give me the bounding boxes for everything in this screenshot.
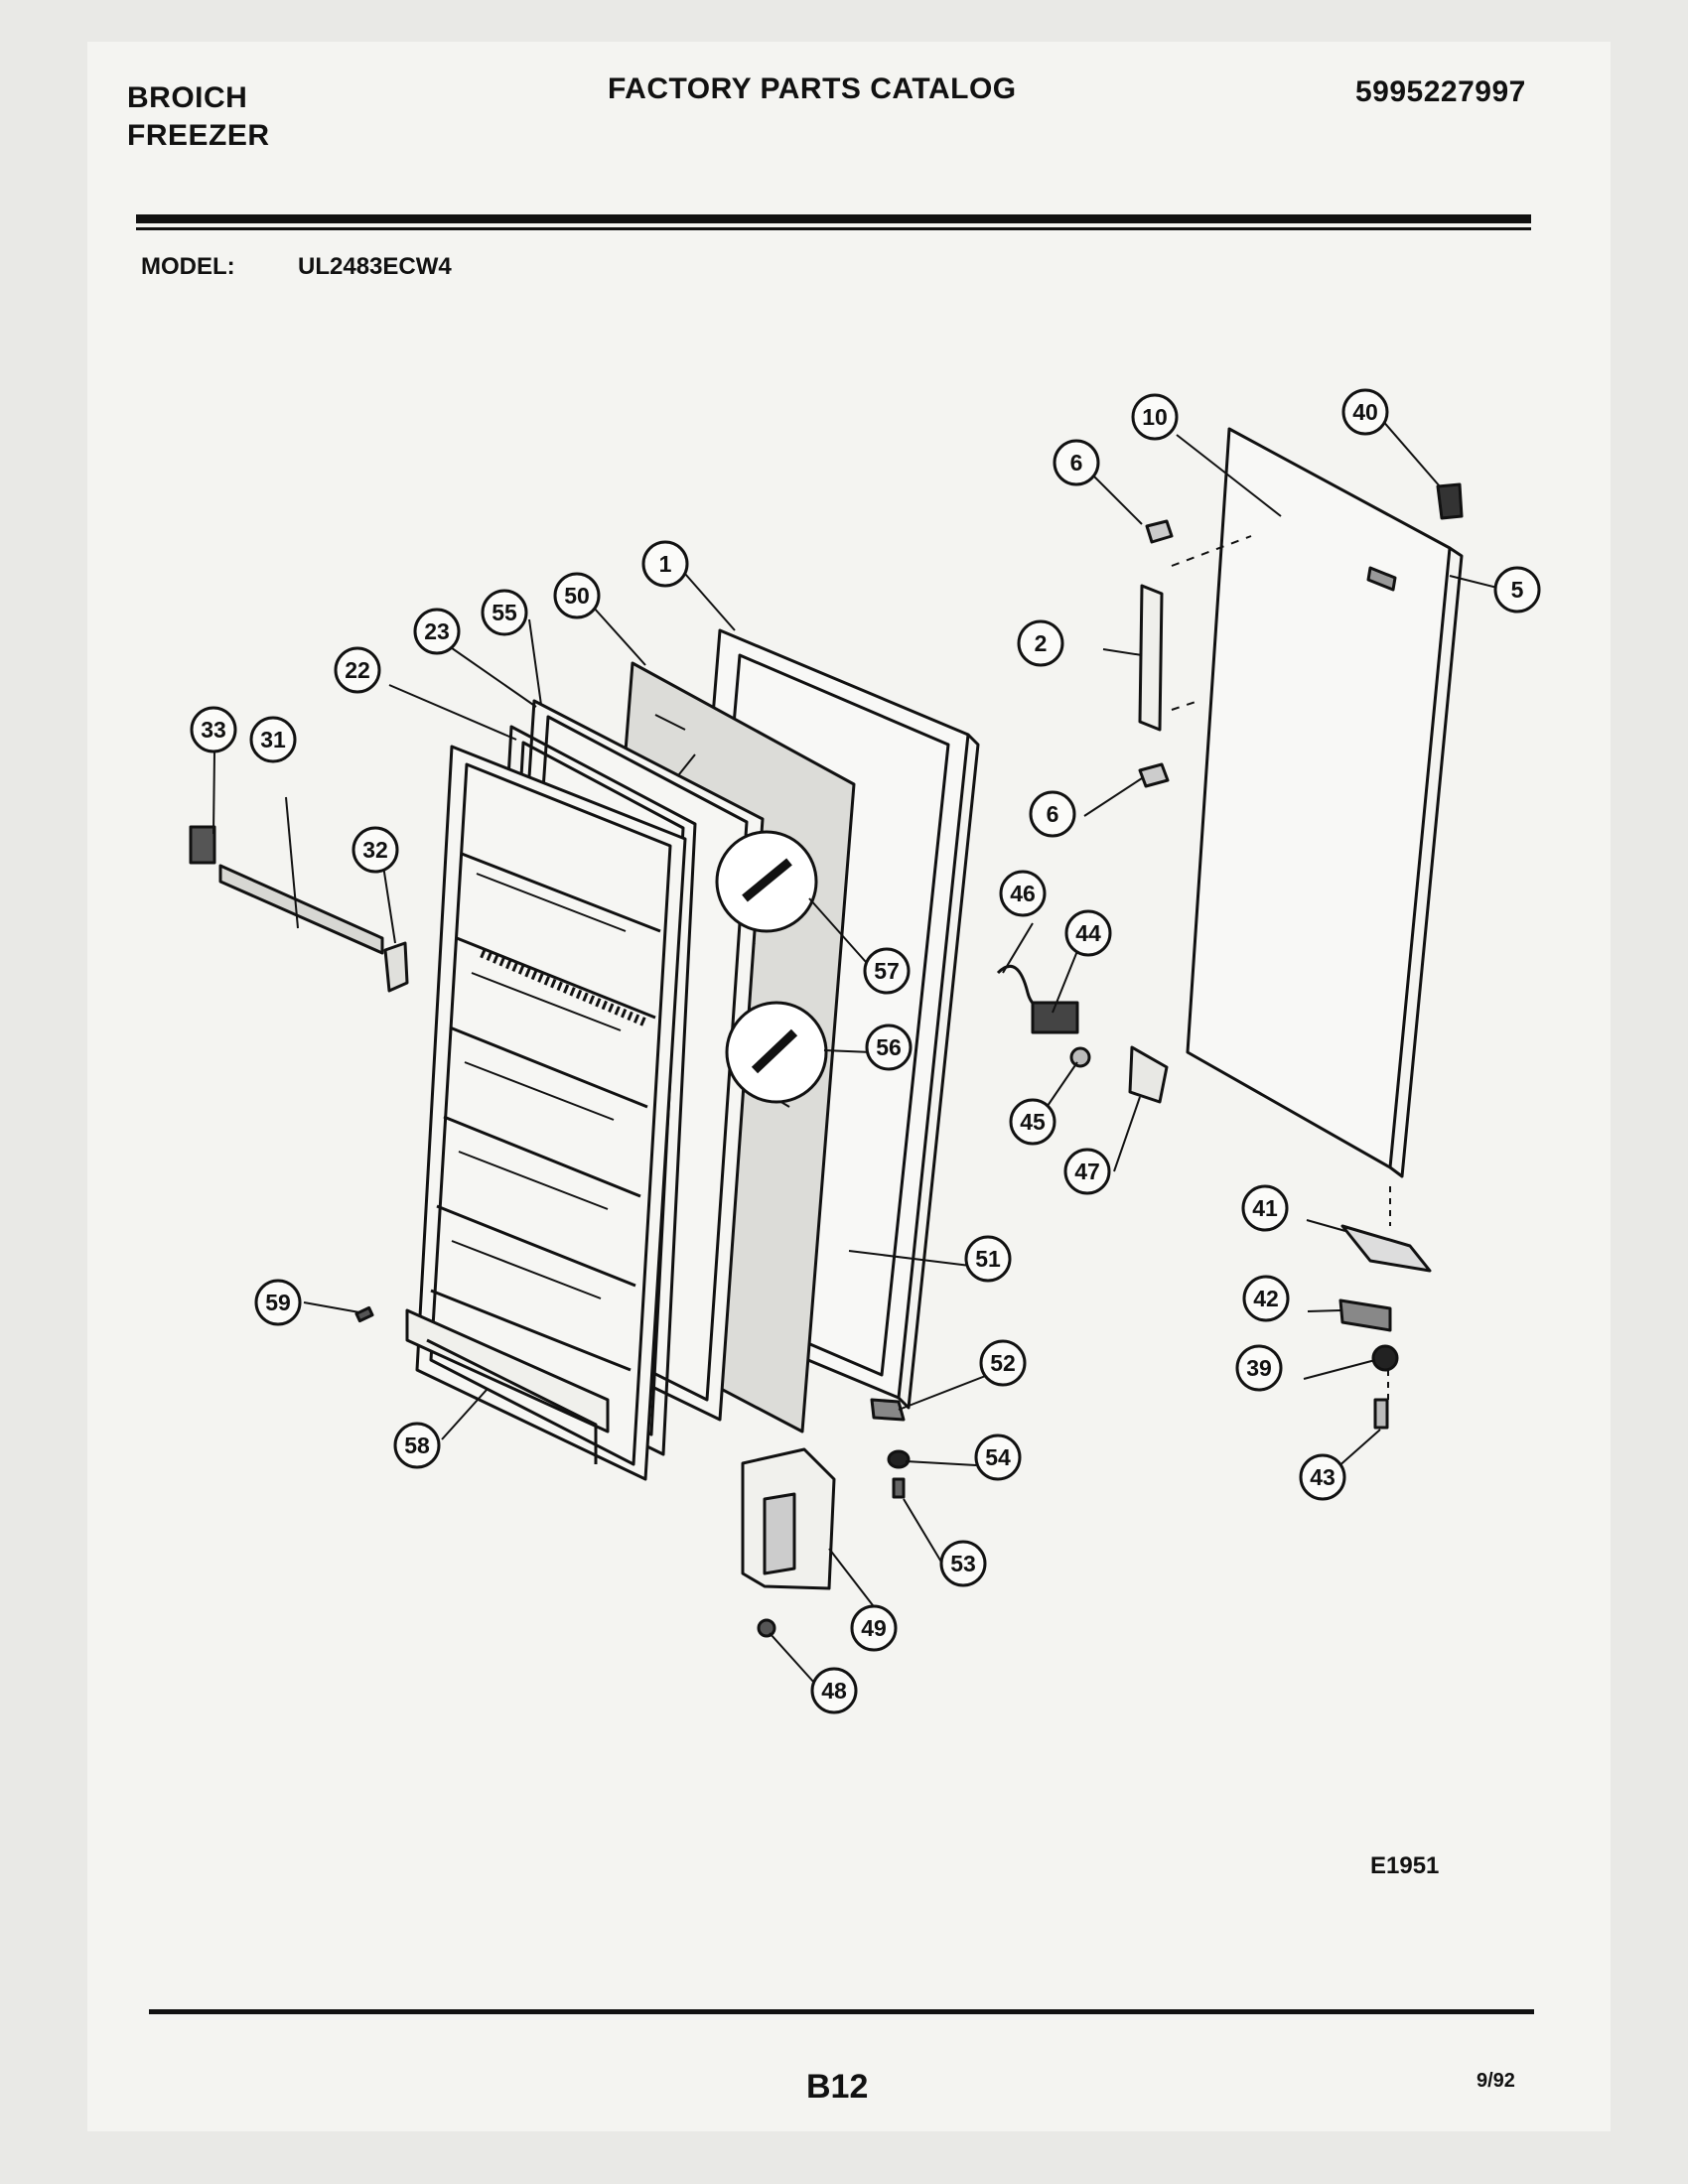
outer-door bbox=[1186, 427, 1464, 1178]
callout-label-45: 45 bbox=[1020, 1109, 1046, 1135]
callout-label-46: 46 bbox=[1010, 881, 1036, 906]
callout-label-55: 55 bbox=[492, 600, 517, 625]
callout-circle-31 bbox=[249, 716, 297, 763]
callout-label-48: 48 bbox=[821, 1678, 847, 1704]
revision-date: 9/92 bbox=[1477, 2070, 1515, 2092]
bottom-hinge bbox=[1338, 1186, 1432, 1430]
washer bbox=[887, 1449, 911, 1469]
callout-label-44: 44 bbox=[1075, 920, 1101, 946]
callout-circle-53 bbox=[939, 1540, 987, 1587]
model-label: MODEL: bbox=[141, 253, 235, 280]
callout-circle-32 bbox=[352, 826, 399, 874]
callout-circle-44 bbox=[1064, 909, 1112, 957]
callout-circle-54 bbox=[974, 1433, 1022, 1481]
lower-bracket bbox=[741, 1447, 836, 1590]
callout-label-49: 49 bbox=[861, 1615, 887, 1641]
model-number: UL2483ECW4 bbox=[298, 253, 452, 280]
callout-label-32: 32 bbox=[362, 837, 388, 863]
callout-label-10: 10 bbox=[1142, 404, 1168, 430]
callout-label-5: 5 bbox=[1511, 577, 1524, 603]
callout-label-59: 59 bbox=[265, 1290, 291, 1315]
callout-circle-57 bbox=[863, 947, 911, 995]
page-number: B12 bbox=[806, 2068, 869, 2106]
callout-circle-5 bbox=[1493, 566, 1541, 614]
callout-label-51: 51 bbox=[975, 1246, 1001, 1272]
callout-circle-46 bbox=[999, 870, 1047, 917]
footer-rule bbox=[149, 2009, 1534, 2014]
screw-detail-57 bbox=[742, 858, 792, 902]
callout-label-47: 47 bbox=[1074, 1159, 1100, 1184]
callout-label-39: 39 bbox=[1246, 1355, 1272, 1381]
callout-label-43: 43 bbox=[1310, 1464, 1336, 1490]
handle-trim bbox=[1138, 535, 1252, 732]
callout-circle-39 bbox=[1235, 1344, 1283, 1392]
callout-label-42: 42 bbox=[1253, 1286, 1279, 1311]
callout-circle-42 bbox=[1242, 1275, 1290, 1322]
callout-label-23: 23 bbox=[424, 618, 450, 644]
drawing-code: E1951 bbox=[1370, 1852, 1440, 1879]
product-type: FREEZER bbox=[127, 119, 270, 152]
header-rule-thin bbox=[136, 227, 1531, 230]
callout-circle-45 bbox=[1009, 1098, 1056, 1146]
callout-label-52: 52 bbox=[990, 1350, 1016, 1376]
end-cap-bottom bbox=[1138, 762, 1170, 788]
trim-screw bbox=[354, 1305, 374, 1323]
callout-circle-40 bbox=[1341, 388, 1389, 436]
leader-lines bbox=[212, 418, 1530, 1684]
callout-label-58: 58 bbox=[404, 1433, 430, 1458]
plug bbox=[757, 1618, 776, 1638]
hinge-pin bbox=[1436, 482, 1464, 520]
callout-group: 1256610222331323339404142434445464748495… bbox=[190, 388, 1541, 1714]
callout-circle-6 bbox=[1053, 439, 1100, 486]
callout-label-54: 54 bbox=[985, 1444, 1011, 1470]
catalog-number: 5995227997 bbox=[1355, 75, 1526, 108]
end-cap-top bbox=[1145, 519, 1174, 544]
callout-circle-58 bbox=[393, 1422, 441, 1469]
brand-block: BROICH FREEZER bbox=[127, 79, 270, 155]
brand-name: BROICH bbox=[127, 81, 248, 114]
callout-label-22: 22 bbox=[345, 657, 370, 683]
screw-detail-56 bbox=[751, 1028, 798, 1074]
callout-circle-47 bbox=[1063, 1148, 1111, 1195]
callout-circle-41 bbox=[1241, 1184, 1289, 1232]
bottom-trim bbox=[405, 1308, 610, 1464]
catalog-title: FACTORY PARTS CATALOG bbox=[608, 72, 1017, 105]
callout-label-57: 57 bbox=[874, 958, 900, 984]
callout-circle-55 bbox=[481, 589, 528, 636]
callout-label-56: 56 bbox=[876, 1034, 902, 1060]
callout-label-40: 40 bbox=[1352, 399, 1378, 425]
callout-label-6: 6 bbox=[1047, 801, 1059, 827]
small-bracket bbox=[870, 1398, 906, 1422]
callout-circle-10 bbox=[1131, 393, 1179, 441]
callout-circle-50 bbox=[553, 572, 601, 619]
door-handle bbox=[189, 825, 409, 993]
screw bbox=[892, 1477, 906, 1499]
callout-label-41: 41 bbox=[1252, 1195, 1278, 1221]
callout-circle-1 bbox=[641, 540, 689, 588]
callout-circle-59 bbox=[254, 1279, 302, 1326]
callout-circle-48 bbox=[810, 1667, 858, 1714]
header-rule bbox=[136, 214, 1531, 223]
callout-circle-49 bbox=[850, 1604, 898, 1652]
callout-circle-6 bbox=[1029, 790, 1076, 838]
door-liner bbox=[415, 745, 687, 1481]
callout-circle-56 bbox=[865, 1024, 913, 1071]
callout-circle-51 bbox=[964, 1235, 1012, 1283]
callout-circle-2 bbox=[1017, 619, 1064, 667]
callout-label-1: 1 bbox=[659, 551, 672, 577]
callout-circle-22 bbox=[334, 646, 381, 694]
callout-circle-23 bbox=[413, 608, 461, 655]
callout-label-2: 2 bbox=[1035, 630, 1048, 656]
callout-circle-43 bbox=[1299, 1453, 1346, 1501]
callout-label-50: 50 bbox=[564, 583, 590, 609]
callout-label-53: 53 bbox=[950, 1551, 976, 1576]
callout-circle-52 bbox=[979, 1339, 1027, 1387]
callout-label-33: 33 bbox=[201, 717, 226, 743]
lock-assembly bbox=[996, 964, 1169, 1104]
callout-label-6: 6 bbox=[1070, 450, 1083, 476]
callout-circle-33 bbox=[190, 706, 237, 753]
callout-label-31: 31 bbox=[260, 727, 286, 752]
